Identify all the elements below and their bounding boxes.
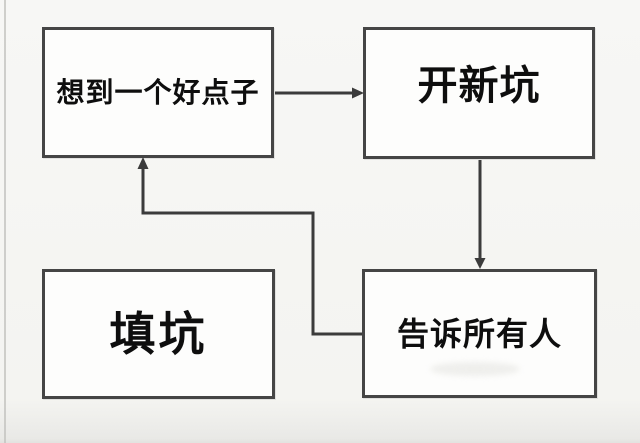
ghost-watermark-smudge [430, 362, 520, 376]
node-start-new-pit-label: 开新坑 [417, 63, 541, 109]
node-start-new-pit: 开新坑 [363, 27, 595, 159]
arrow-idea-to-newpit [275, 87, 364, 99]
node-fill-pit: 填坑 [42, 269, 275, 399]
left-edge-scan-line [4, 0, 6, 443]
arrow-newpit-to-tell [474, 160, 486, 269]
node-tell-everyone-label: 告诉所有人 [396, 314, 562, 353]
node-fill-pit-label: 填坑 [109, 307, 208, 361]
node-idea-label: 想到一个好点子 [56, 75, 260, 109]
node-tell-everyone: 告诉所有人 [362, 269, 597, 398]
node-idea: 想到一个好点子 [42, 27, 274, 158]
